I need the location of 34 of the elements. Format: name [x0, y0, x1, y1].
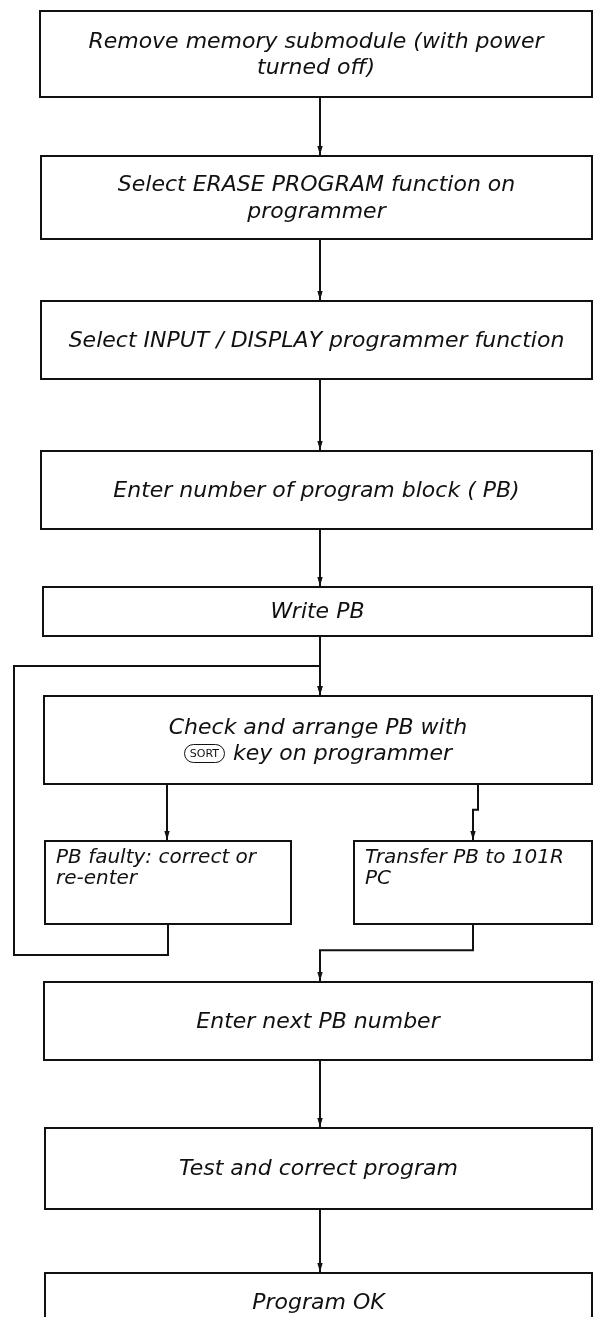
process-box — [43, 981, 593, 1061]
process-box — [353, 840, 593, 925]
step-text: Transfer PB to 101R PC — [365, 846, 565, 888]
step-text: Test and correct program — [179, 1155, 458, 1182]
process-box — [44, 840, 292, 925]
process-box — [44, 1272, 593, 1317]
step-text: Write PB — [270, 598, 365, 625]
process-box — [40, 155, 593, 240]
step-text: key on programmer — [233, 740, 453, 767]
arrow — [317, 924, 474, 982]
arrow — [317, 239, 323, 301]
arrow — [470, 784, 479, 841]
step-text: Enter number of program block ( PB) — [113, 476, 520, 504]
process-box — [40, 450, 593, 530]
arrow — [317, 97, 323, 156]
step-text: Select INPUT / DISPLAY programmer function — [68, 326, 565, 354]
arrow — [164, 784, 170, 841]
step-text: Remove memory submodule (with power turned off) — [87, 27, 546, 81]
step-text: Program OK — [252, 1288, 385, 1316]
step-text: Enter next PB number — [196, 1007, 440, 1035]
arrow — [317, 1209, 323, 1273]
arrow — [317, 529, 323, 587]
process-box — [43, 695, 593, 785]
process-box — [42, 586, 593, 637]
arrow — [317, 379, 323, 451]
arrow — [13, 665, 323, 956]
process-box — [40, 300, 593, 380]
step-text: Select ERASE PROGRAM function on programmer — [116, 171, 517, 224]
process-box — [44, 1127, 593, 1210]
step-text: Check and arrange PB with — [168, 713, 468, 740]
arrow — [317, 1060, 323, 1128]
process-box — [39, 10, 593, 98]
step-text: PB faulty: correct or re-enter — [56, 846, 258, 888]
key-symbol: SORT — [183, 743, 226, 763]
